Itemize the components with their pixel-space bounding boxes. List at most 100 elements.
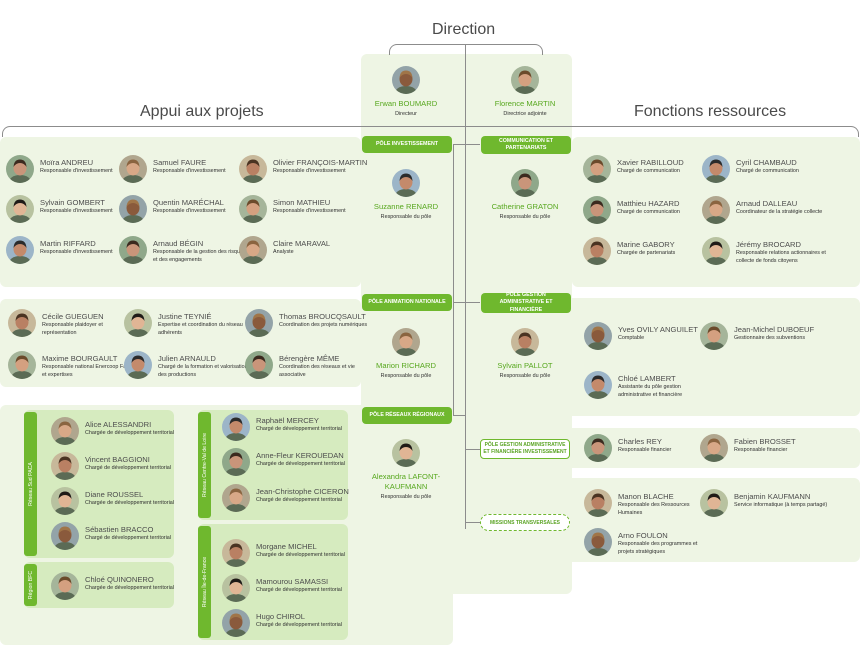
person-role: Chargé de développement territorial bbox=[85, 465, 172, 471]
investissement-panel bbox=[0, 137, 361, 287]
person-photo bbox=[700, 434, 728, 462]
person-role: Responsable national Enercoop Facility e… bbox=[42, 364, 137, 378]
person-role: Chargé de développement territorial bbox=[85, 535, 172, 541]
trunk-line bbox=[465, 44, 466, 529]
region-tab-bfc: Région BFC bbox=[24, 564, 37, 606]
person-name: Arno FOULON bbox=[618, 531, 668, 540]
person-photo bbox=[222, 484, 250, 512]
person-role: Expertise et coordination du réseau adhé… bbox=[158, 322, 243, 336]
person-name: Sylvain GOMBERT bbox=[40, 198, 105, 207]
center-person-photo bbox=[511, 169, 539, 197]
person-role: Chargée de développement territorial bbox=[85, 585, 174, 591]
person-photo bbox=[222, 574, 250, 602]
person-photo bbox=[583, 196, 611, 224]
link-communication bbox=[465, 144, 480, 145]
person-role: Responsable des Ressources Humaines bbox=[618, 502, 690, 516]
person-name: Sébastien BRACCO bbox=[85, 525, 154, 534]
region-tab-idf: Réseau Île-de-France bbox=[198, 526, 211, 638]
person-name: Mamourou SAMASSI bbox=[256, 577, 329, 586]
person-photo bbox=[124, 351, 152, 379]
person-name: Maxime BOURGAULT bbox=[42, 354, 118, 363]
person-role: Chargé de développement territorial bbox=[256, 426, 343, 432]
person-role: Responsable financier bbox=[618, 447, 672, 453]
person-role: Responsable d'investissement bbox=[40, 208, 113, 214]
sud-paca-band bbox=[24, 410, 174, 558]
person-photo bbox=[700, 489, 728, 517]
person-role: Assistante du pôle gestion administrativ… bbox=[618, 384, 683, 398]
bfc-band bbox=[24, 562, 174, 608]
fonctions-heading: Fonctions ressources bbox=[634, 103, 787, 120]
center-person-name: Marion RICHARD bbox=[376, 361, 436, 370]
person-photo bbox=[702, 196, 730, 224]
center-person-role: Responsable du pôle bbox=[380, 214, 432, 220]
person-name: Chloé LAMBERT bbox=[618, 374, 676, 383]
person-name: Alice ALESSANDRI bbox=[85, 420, 152, 429]
person-name: Jean-Michel DUBOEUF bbox=[734, 325, 815, 334]
person-photo bbox=[119, 236, 147, 264]
person-role: Gestionnaire des subventions bbox=[734, 335, 806, 341]
person-photo bbox=[222, 413, 250, 441]
animation-panel bbox=[0, 299, 361, 387]
center-person-role: Responsable du pôle bbox=[380, 494, 432, 500]
pole-gestion-invest: PÔLE GESTION ADMINISTRATIVE ET FINANCIÈR… bbox=[480, 439, 570, 459]
person-name: Cécile GUEGUEN bbox=[42, 312, 104, 321]
person-role: Coordination des réseaux et vie associat… bbox=[279, 364, 355, 378]
pole-gestion: PÔLE GESTION ADMINISTRATIVE ET FINANCIÈR… bbox=[481, 292, 571, 313]
person-photo bbox=[702, 237, 730, 265]
person-photo bbox=[51, 522, 79, 550]
person-photo bbox=[6, 195, 34, 223]
left-branch-line bbox=[453, 144, 454, 416]
person-photo bbox=[119, 155, 147, 183]
person-role: Responsable relations actionnaires et co… bbox=[736, 250, 826, 264]
link-investissement bbox=[453, 144, 465, 145]
person-role: Responsable de la gestion des risques et… bbox=[153, 249, 246, 263]
person-photo bbox=[239, 155, 267, 183]
direction-heading: Direction bbox=[432, 21, 496, 38]
person-role: Chargée de développement territorial bbox=[85, 430, 174, 436]
person-name: Simon MATHIEU bbox=[273, 198, 331, 207]
person-photo bbox=[584, 371, 612, 399]
person-name: Julien ARNAULD bbox=[158, 354, 216, 363]
person-photo bbox=[583, 155, 611, 183]
person-name: Jérémy BROCARD bbox=[736, 240, 801, 249]
person-photo bbox=[584, 434, 612, 462]
person-photo bbox=[124, 309, 152, 337]
person-name: Moïra ANDREU bbox=[40, 158, 94, 167]
person-photo bbox=[702, 155, 730, 183]
person-photo bbox=[245, 309, 273, 337]
region-tab-sud-paca: Réseau Sud PACA bbox=[24, 412, 37, 556]
person-name: Xavier RABILLOUD bbox=[617, 158, 684, 167]
person-photo bbox=[6, 236, 34, 264]
center-person-photo bbox=[392, 328, 420, 356]
person-photo bbox=[119, 195, 147, 223]
person-name: Morgane MICHEL bbox=[256, 542, 317, 551]
person-name: Raphaël MERCEY bbox=[256, 416, 319, 425]
center-person-role: Directeur bbox=[395, 111, 417, 117]
person-name: Manon BLACHE bbox=[618, 492, 674, 501]
center-person-name: Suzanne RENARD bbox=[373, 202, 439, 211]
person-role: Responsable d'investissement bbox=[40, 168, 113, 174]
person-photo bbox=[583, 237, 611, 265]
person-role: Chargée de développement territorial bbox=[256, 552, 345, 558]
person-name: Charles REY bbox=[618, 437, 662, 446]
region-tab-centre: Réseau Centre-Val de Loire bbox=[198, 412, 211, 518]
person-name: Hugo CHIROL bbox=[256, 612, 305, 621]
main-bracket bbox=[2, 126, 859, 137]
person-name: Cyril CHAMBAUD bbox=[736, 158, 797, 167]
center-person-name: Sylvain PALLOT bbox=[497, 361, 553, 370]
link-gestion-invest bbox=[465, 449, 480, 450]
person-role: Responsable d'investissement bbox=[273, 208, 346, 214]
person-photo bbox=[51, 417, 79, 445]
center-person-name: Florence MARTIN bbox=[494, 99, 556, 108]
person-role: Responsable plaidoyer et représentation bbox=[42, 322, 103, 336]
person-role: Comptable bbox=[618, 335, 645, 341]
person-photo bbox=[245, 351, 273, 379]
link-missions bbox=[465, 522, 480, 523]
pole-missions: MISSIONS TRANSVERSALES bbox=[480, 514, 570, 531]
person-role: Chargé de développement territorial bbox=[256, 497, 343, 503]
person-role: Coordination des projets numériques bbox=[279, 322, 368, 328]
center-person-photo bbox=[511, 328, 539, 356]
person-photo bbox=[239, 195, 267, 223]
person-photo bbox=[51, 487, 79, 515]
person-name: Chloé QUINONERO bbox=[85, 575, 154, 584]
